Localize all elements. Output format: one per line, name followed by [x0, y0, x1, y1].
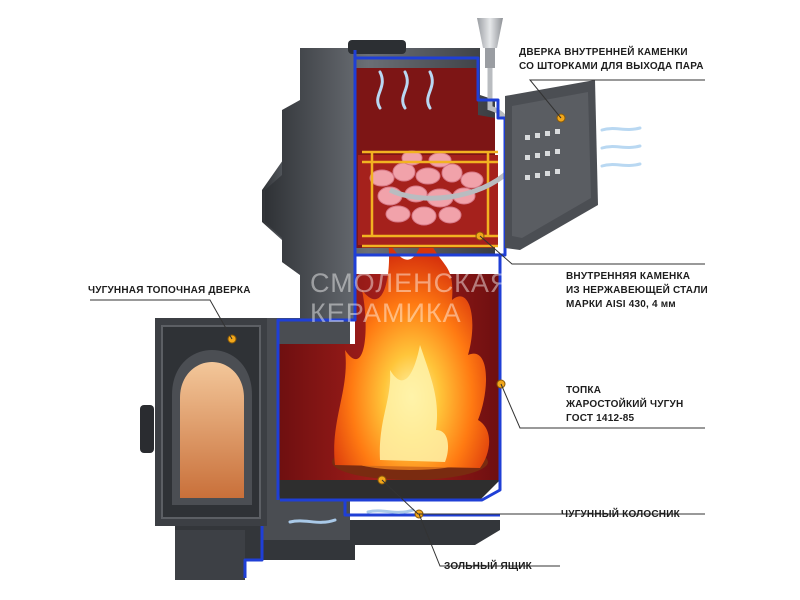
label-firebox-door: ЧУГУННАЯ ТОПОЧНАЯ ДВЕРКА	[88, 284, 251, 298]
leader-lines	[90, 79, 705, 567]
label-firebox-door-line-1: ЧУГУННАЯ ТОПОЧНАЯ ДВЕРКА	[88, 285, 251, 296]
label-firebox-line-1: ТОПКА	[566, 385, 602, 396]
label-firebox-line-2: ЖАРОСТОЙКИЙ ЧУГУН	[566, 399, 684, 410]
label-ash-box: ЗОЛЬНЫЙ ЯЩИК	[444, 560, 532, 574]
label-inner-door-line-2: СО ШТОРКАМИ ДЛЯ ВЫХОДА ПАРА	[519, 61, 704, 72]
label-inner-heater-line-3: МАРКИ AISI 430, 4 мм	[566, 299, 676, 310]
label-grate: ЧУГУННЫЙ КОЛОСНИК	[561, 508, 680, 522]
label-ash-box-line-1: ЗОЛЬНЫЙ ЯЩИК	[444, 561, 532, 572]
watermark-line-1: СМОЛЕНСКАЯ	[310, 268, 511, 298]
heater-door	[505, 80, 598, 250]
label-inner-door-line-1: ДВЕРКА ВНУТРЕННЕЙ КАМЕНКИ	[519, 47, 688, 58]
firebox-door	[140, 318, 267, 526]
fire	[334, 230, 490, 468]
label-inner-door: ДВЕРКА ВНУТРЕННЕЙ КАМЕНКИ СО ШТОРКАМИ ДЛ…	[519, 46, 704, 74]
label-inner-heater-line-2: ИЗ НЕРЖАВЕЮЩЕЙ СТАЛИ	[566, 285, 708, 296]
label-inner-heater-line-1: ВНУТРЕННЯЯ КАМЕНКА	[566, 271, 691, 282]
label-inner-heater: ВНУТРЕННЯЯ КАМЕНКА ИЗ НЕРЖАВЕЮЩЕЙ СТАЛИ …	[566, 270, 708, 312]
watermark-line-2: КЕРАМИКА	[310, 298, 462, 328]
watermark: СМОЛЕНСКАЯ КЕРАМИКА	[310, 268, 510, 328]
steam-arrow-icon	[376, 70, 642, 168]
stove-base	[175, 520, 500, 580]
heater-interior	[355, 18, 518, 248]
label-firebox-line-3: ГОСТ 1412-85	[566, 413, 635, 424]
air-flow-arrow-icon	[288, 508, 415, 524]
label-grate-line-1: ЧУГУННЫЙ КОЛОСНИК	[561, 509, 680, 520]
label-firebox: ТОПКА ЖАРОСТОЙКИЙ ЧУГУН ГОСТ 1412-85	[566, 384, 683, 426]
